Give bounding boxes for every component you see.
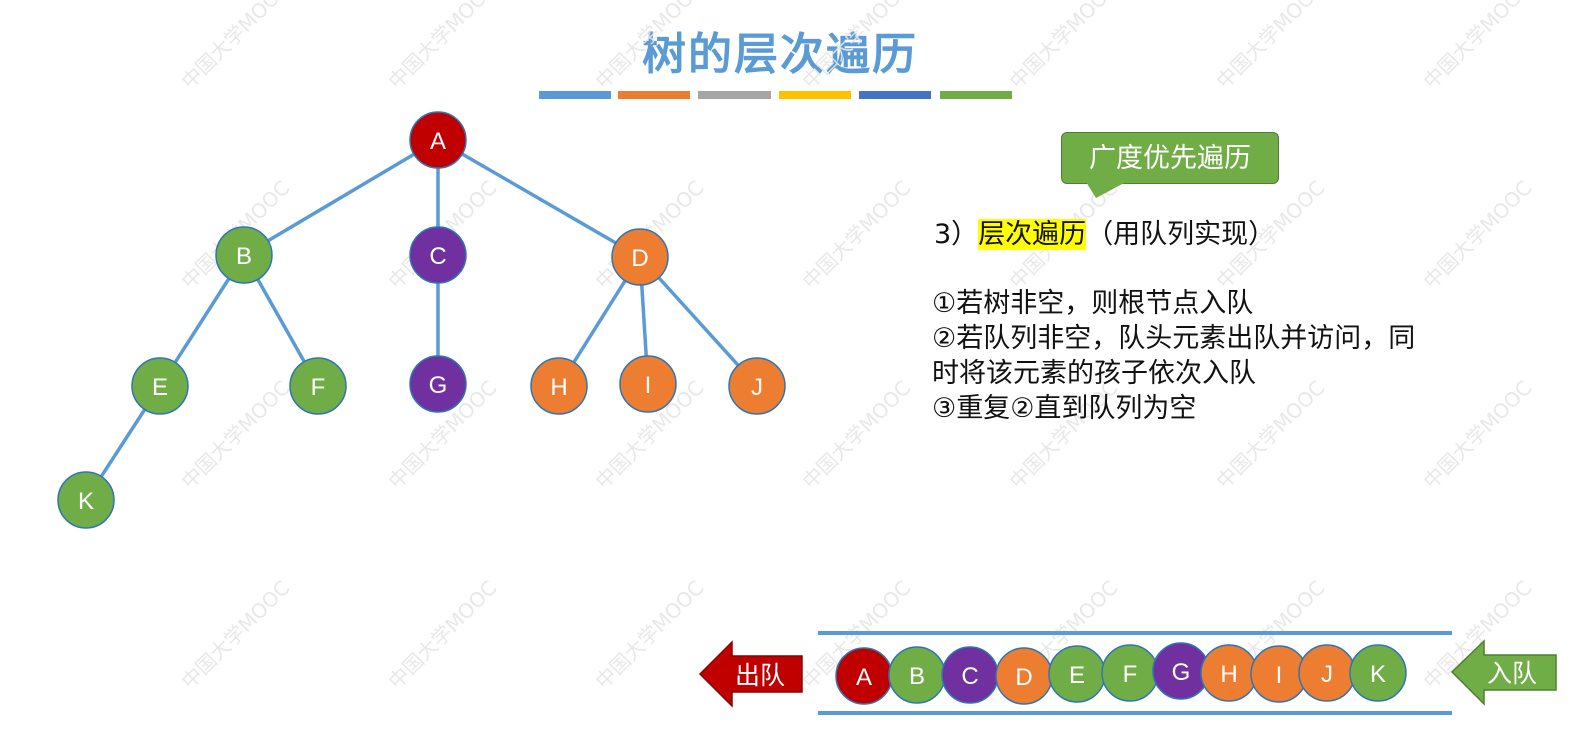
queue-item-g-label: G (1172, 659, 1191, 686)
queue-item-d-label: D (1015, 664, 1032, 691)
edge-a-b (243, 138, 439, 257)
steps-list: ①若树非空，则根节点入队 ②若队列非空，队头元素出队并访问，同 时将该元素的孩子… (932, 286, 1415, 426)
svg-text:中国大学MOOC: 中国大学MOOC (177, 0, 295, 94)
color-bar-2 (618, 91, 690, 99)
tree-node-k-label: K (78, 488, 94, 515)
enqueue-label: 入队 (1487, 659, 1537, 688)
tree-node-f-label: F (311, 374, 326, 401)
tree-node-b-label: B (236, 243, 252, 270)
svg-text:中国大学MOOC: 中国大学MOOC (1212, 0, 1330, 94)
tree-node-h-label: H (550, 374, 567, 401)
svg-text:中国大学MOOC: 中国大学MOOC (1419, 176, 1537, 294)
tree-node-i: I (619, 355, 677, 413)
queue-item-j: J (1298, 644, 1356, 702)
queue-item-g: G (1152, 642, 1210, 700)
svg-text:中国大学MOOC: 中国大学MOOC (798, 0, 916, 94)
heading-prefix: 3） (934, 219, 979, 250)
dequeue-arrow-shape (698, 640, 803, 708)
tree-node-i-label: I (645, 372, 652, 399)
tree-node-e: E (131, 357, 189, 415)
tree-node-f-circle (289, 357, 347, 415)
tree-node-e-circle (131, 357, 189, 415)
tree-node-c-label: C (429, 243, 446, 270)
queue-item-f-label: F (1123, 661, 1138, 688)
tree-node-a: A (409, 111, 467, 169)
queue: A B C D E F G H I J K (818, 631, 1452, 715)
tree-node-j-circle (728, 357, 786, 415)
step-line-2: ②若队列非空，队头元素出队并访问，同 (932, 323, 1416, 354)
page-title: 树的层次遍历 (642, 29, 918, 80)
tree-node-j: J (728, 357, 786, 415)
enqueue-arrow: 入队 (1450, 639, 1557, 706)
tree-node-k: K (57, 471, 115, 529)
tree-node-c-circle (409, 226, 467, 284)
svg-text:中国大学MOOC: 中国大学MOOC (384, 0, 502, 94)
callout-bfs: 广度优先遍历 (1061, 132, 1279, 184)
tree-node-a-circle (409, 111, 467, 169)
queue-item-a-label: A (856, 664, 872, 691)
queue-item-k-circle (1349, 644, 1407, 702)
tree-node-h-circle (530, 357, 588, 415)
color-bar-1 (539, 91, 611, 99)
tree-node-a-label: A (430, 128, 446, 155)
step-line-3: 时将该元素的孩子依次入队 (932, 358, 1256, 389)
heading-suffix: （用队列实现） (1086, 219, 1276, 250)
heading-highlight: 层次遍历 (978, 219, 1087, 250)
dequeue-arrow: 出队 (698, 640, 803, 708)
queue-item-j-label: J (1321, 661, 1333, 688)
tree-node-b-circle (215, 226, 273, 284)
tree-node-k-circle (57, 471, 115, 529)
svg-text:中国大学MOOC: 中国大学MOOC (591, 0, 709, 94)
edge-d-j (638, 255, 759, 388)
svg-text:中国大学MOOC: 中国大学MOOC (1419, 376, 1537, 494)
tree-node-i-circle (619, 355, 677, 413)
queue-item-b: B (888, 646, 946, 704)
color-bar-5 (859, 91, 931, 99)
step-line-4: ③重复②直到队列为空 (932, 393, 1197, 424)
queue-item-k: K (1349, 644, 1407, 702)
callout-tail (1086, 182, 1126, 198)
tree-node-h: H (530, 357, 588, 415)
dequeue-label: 出队 (735, 661, 785, 690)
queue-item-f: F (1101, 644, 1159, 702)
tree-node-g-circle (409, 355, 467, 413)
color-bar-3 (698, 91, 771, 99)
svg-text:中国大学MOOC: 中国大学MOOC (384, 576, 502, 694)
svg-text:中国大学MOOC: 中国大学MOOC (798, 376, 916, 494)
tree-node-f: F (289, 357, 347, 415)
queue-item-h: H (1200, 644, 1258, 702)
tree-node-g: G (409, 355, 467, 413)
edge-a-d (437, 138, 641, 259)
color-bar-6 (940, 91, 1012, 99)
svg-text:中国大学MOOC: 中国大学MOOC (591, 576, 709, 694)
svg-text:中国大学MOOC: 中国大学MOOC (798, 176, 916, 294)
tree-node-e-label: E (152, 374, 168, 401)
svg-text:中国大学MOOC: 中国大学MOOC (177, 376, 295, 494)
queue-item-h-label: H (1220, 661, 1237, 688)
step-line-1: ①若树非空，则根节点入队 (932, 288, 1254, 319)
tree-node-d-circle (611, 228, 669, 286)
queue-item-k-label: K (1370, 661, 1386, 688)
tree-node-c: C (409, 226, 467, 284)
color-bar-4 (779, 91, 851, 99)
tree-node-b: B (215, 226, 273, 284)
enqueue-arrow-shape (1450, 639, 1557, 706)
traversal-heading: 3）层次遍历（用队列实现） (934, 212, 1275, 251)
svg-text:中国大学MOOC: 中国大学MOOC (177, 576, 295, 694)
svg-text:中国大学MOOC: 中国大学MOOC (1005, 0, 1123, 94)
queue-item-c-label: C (961, 663, 978, 690)
svg-text:中国大学MOOC: 中国大学MOOC (1419, 0, 1537, 94)
queue-item-c: C (941, 646, 999, 704)
tree-node-j-label: J (751, 374, 763, 401)
queue-item-d: D (995, 647, 1053, 705)
tree-node-d: D (611, 228, 669, 286)
queue-item-b-label: B (909, 663, 925, 690)
queue-item-e-label: E (1069, 662, 1085, 689)
queue-item-e: E (1048, 645, 1106, 703)
queue-item-a: A (835, 647, 893, 705)
tree-node-g-label: G (429, 372, 448, 399)
queue-item-i-label: I (1276, 662, 1283, 689)
tree-node-d-label: D (631, 245, 648, 272)
